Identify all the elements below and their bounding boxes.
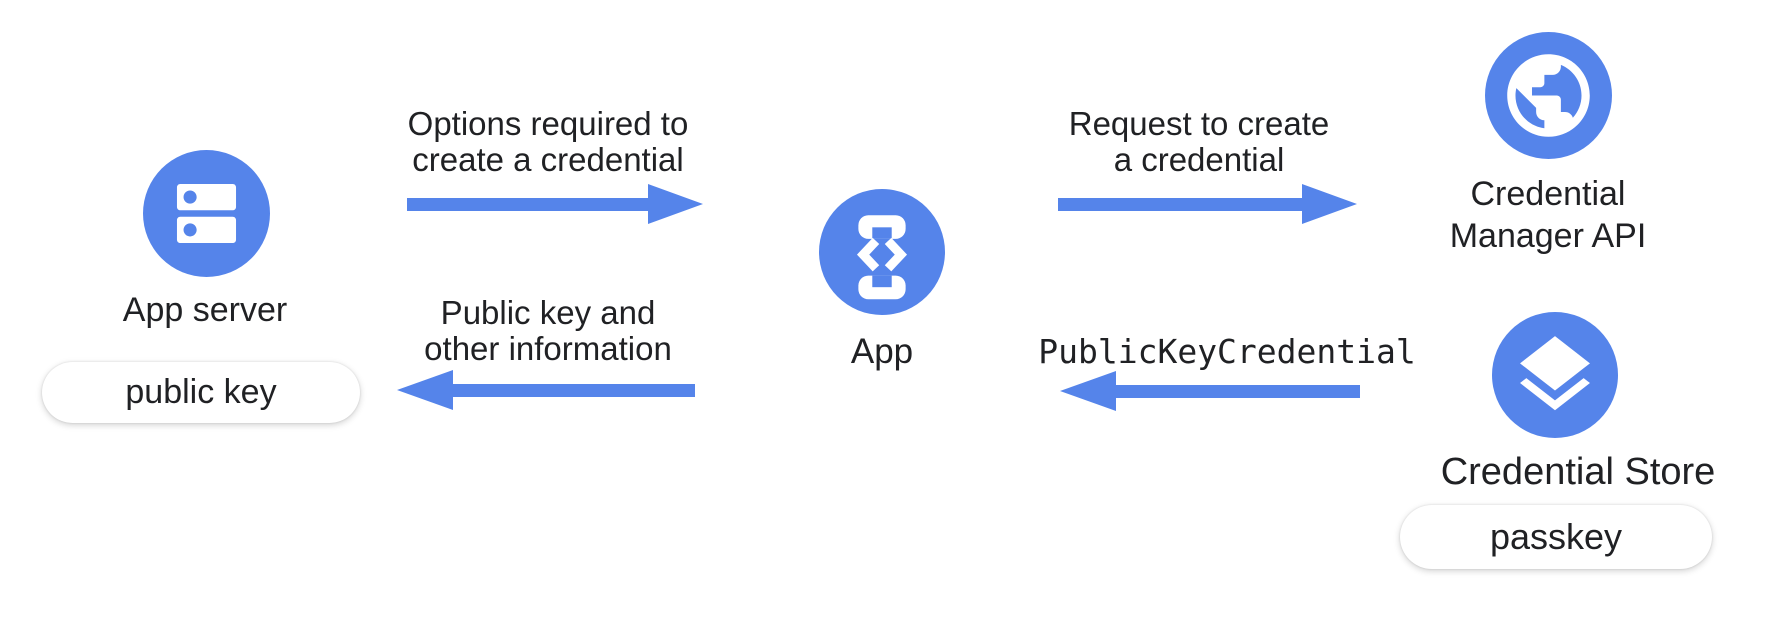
flow-label-publickeycredential: PublicKeyCredential xyxy=(1038,332,1416,371)
credential-store-label: Credential Store xyxy=(1440,451,1716,493)
public-key-badge: public key xyxy=(42,362,360,423)
arrow-head-right-icon xyxy=(648,184,703,224)
flow-label-options-line1: Options required to xyxy=(407,105,689,142)
arrow-request-right xyxy=(1058,184,1357,224)
flow-label-options-line2: create a credential xyxy=(412,141,684,178)
arrow-publickeycredential-left xyxy=(1060,371,1360,411)
phone-code-icon xyxy=(819,189,945,315)
passkey-badge: passkey xyxy=(1400,505,1712,569)
flow-label-request-line1: Request to create xyxy=(1068,105,1330,142)
arrow-head-right-icon xyxy=(1302,184,1357,224)
arrow-head-left-icon xyxy=(1060,371,1116,411)
arrow-public-key-left xyxy=(397,370,695,410)
flow-label-public-key-info-line1: Public key and xyxy=(440,294,656,331)
arrow-shaft xyxy=(453,383,695,397)
globe-icon xyxy=(1485,32,1612,159)
credential-manager-api-label-line2: Manager API xyxy=(1449,217,1647,255)
credential-manager-api-label: Credential Manager API xyxy=(1450,173,1647,257)
arrow-shaft xyxy=(407,197,648,211)
flow-label-options: Options required to create a credential xyxy=(408,106,689,178)
flow-label-request: Request to create a credential xyxy=(1069,106,1330,178)
arrow-options-right xyxy=(407,184,703,224)
arrow-head-left-icon xyxy=(397,370,453,410)
app-server-label: App server xyxy=(122,291,288,329)
passkey-badge-text: passkey xyxy=(1489,516,1623,557)
credential-manager-api-label-line1: Credential xyxy=(1470,175,1626,213)
flow-label-public-key-info-line2: other information xyxy=(424,330,672,367)
app-label: App xyxy=(850,332,914,371)
flow-label-request-line2: a credential xyxy=(1113,141,1285,178)
public-key-badge-text: public key xyxy=(125,373,277,411)
layers-icon xyxy=(1492,312,1618,438)
arrow-shaft xyxy=(1058,197,1302,211)
flow-label-public-key-info: Public key and other information xyxy=(424,295,672,367)
arrow-shaft xyxy=(1116,384,1360,398)
server-icon xyxy=(143,150,270,277)
